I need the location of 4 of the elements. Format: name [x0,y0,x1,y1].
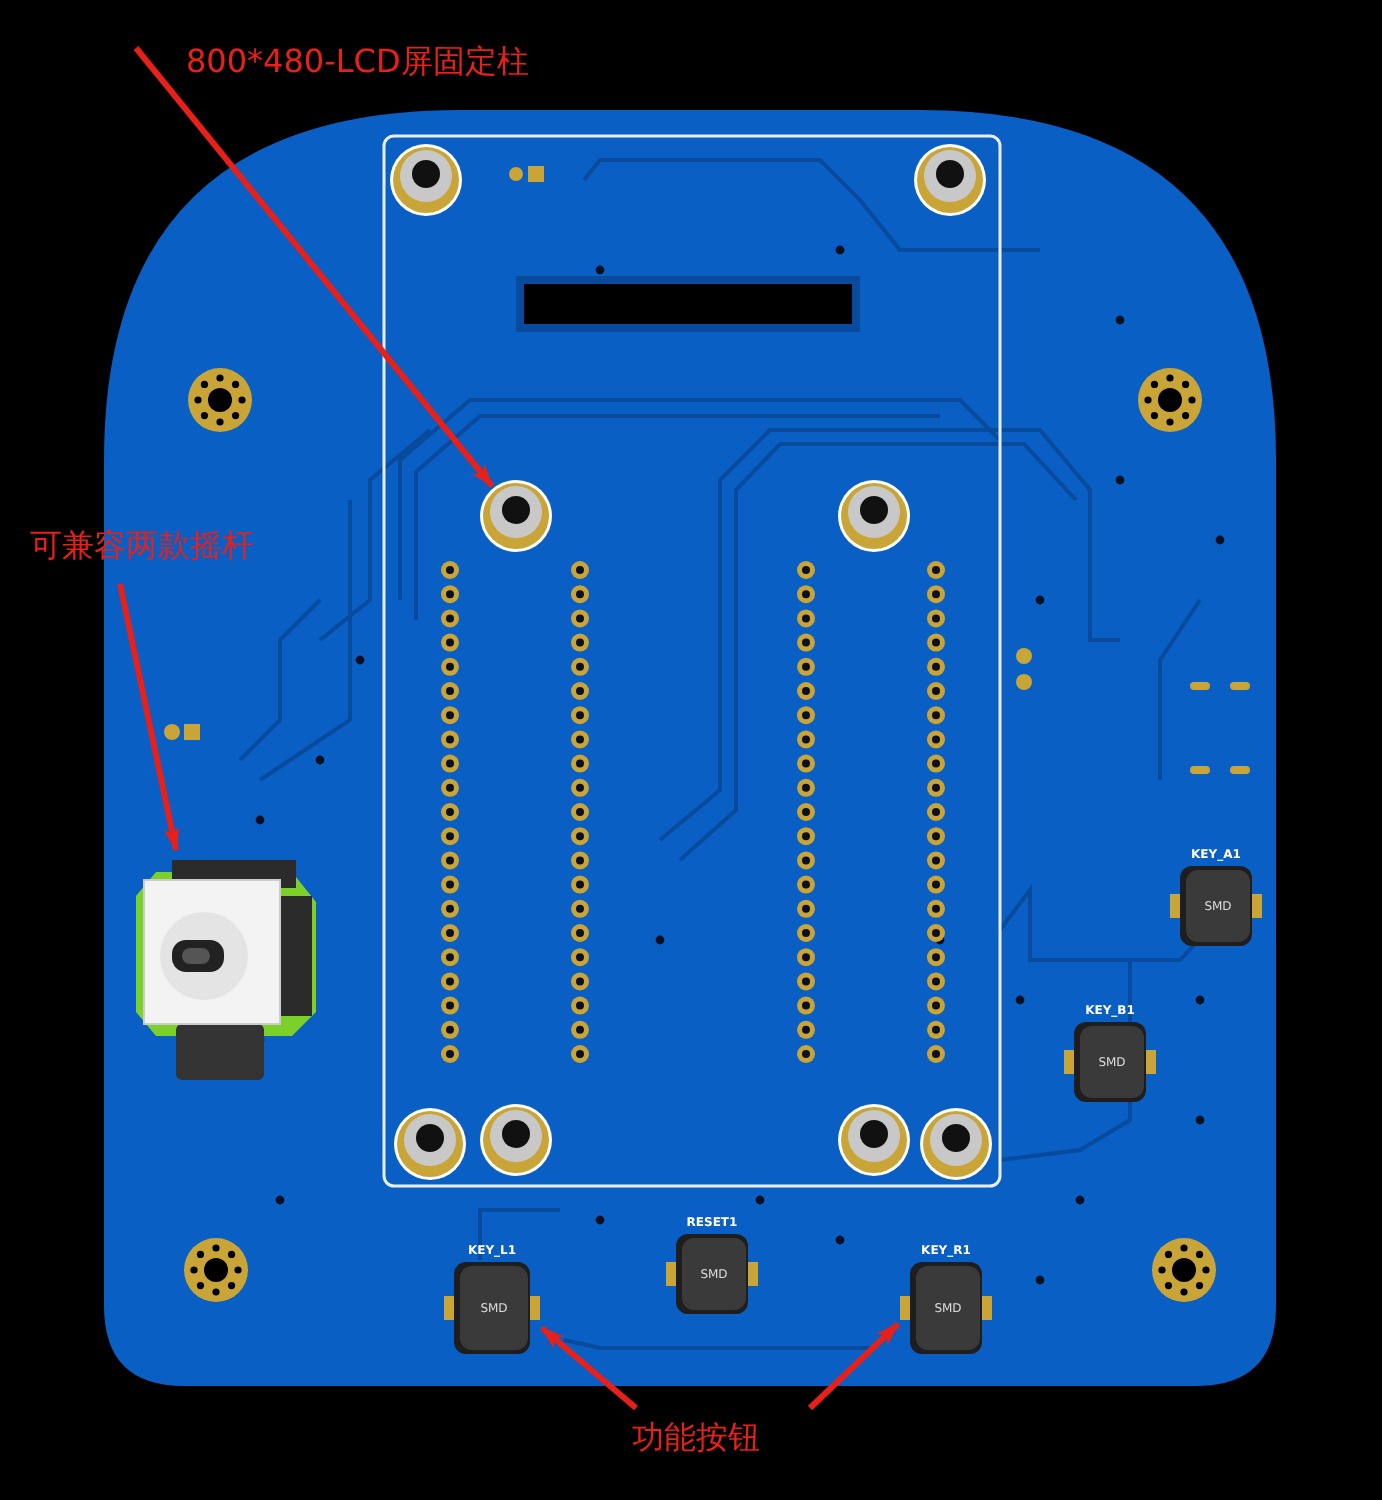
arrow [117,583,180,852]
annotation-text: 800*480-LCD屏固定柱 [186,42,529,80]
annotation-text: 功能按钮 [632,1418,760,1456]
arrow [133,46,495,488]
